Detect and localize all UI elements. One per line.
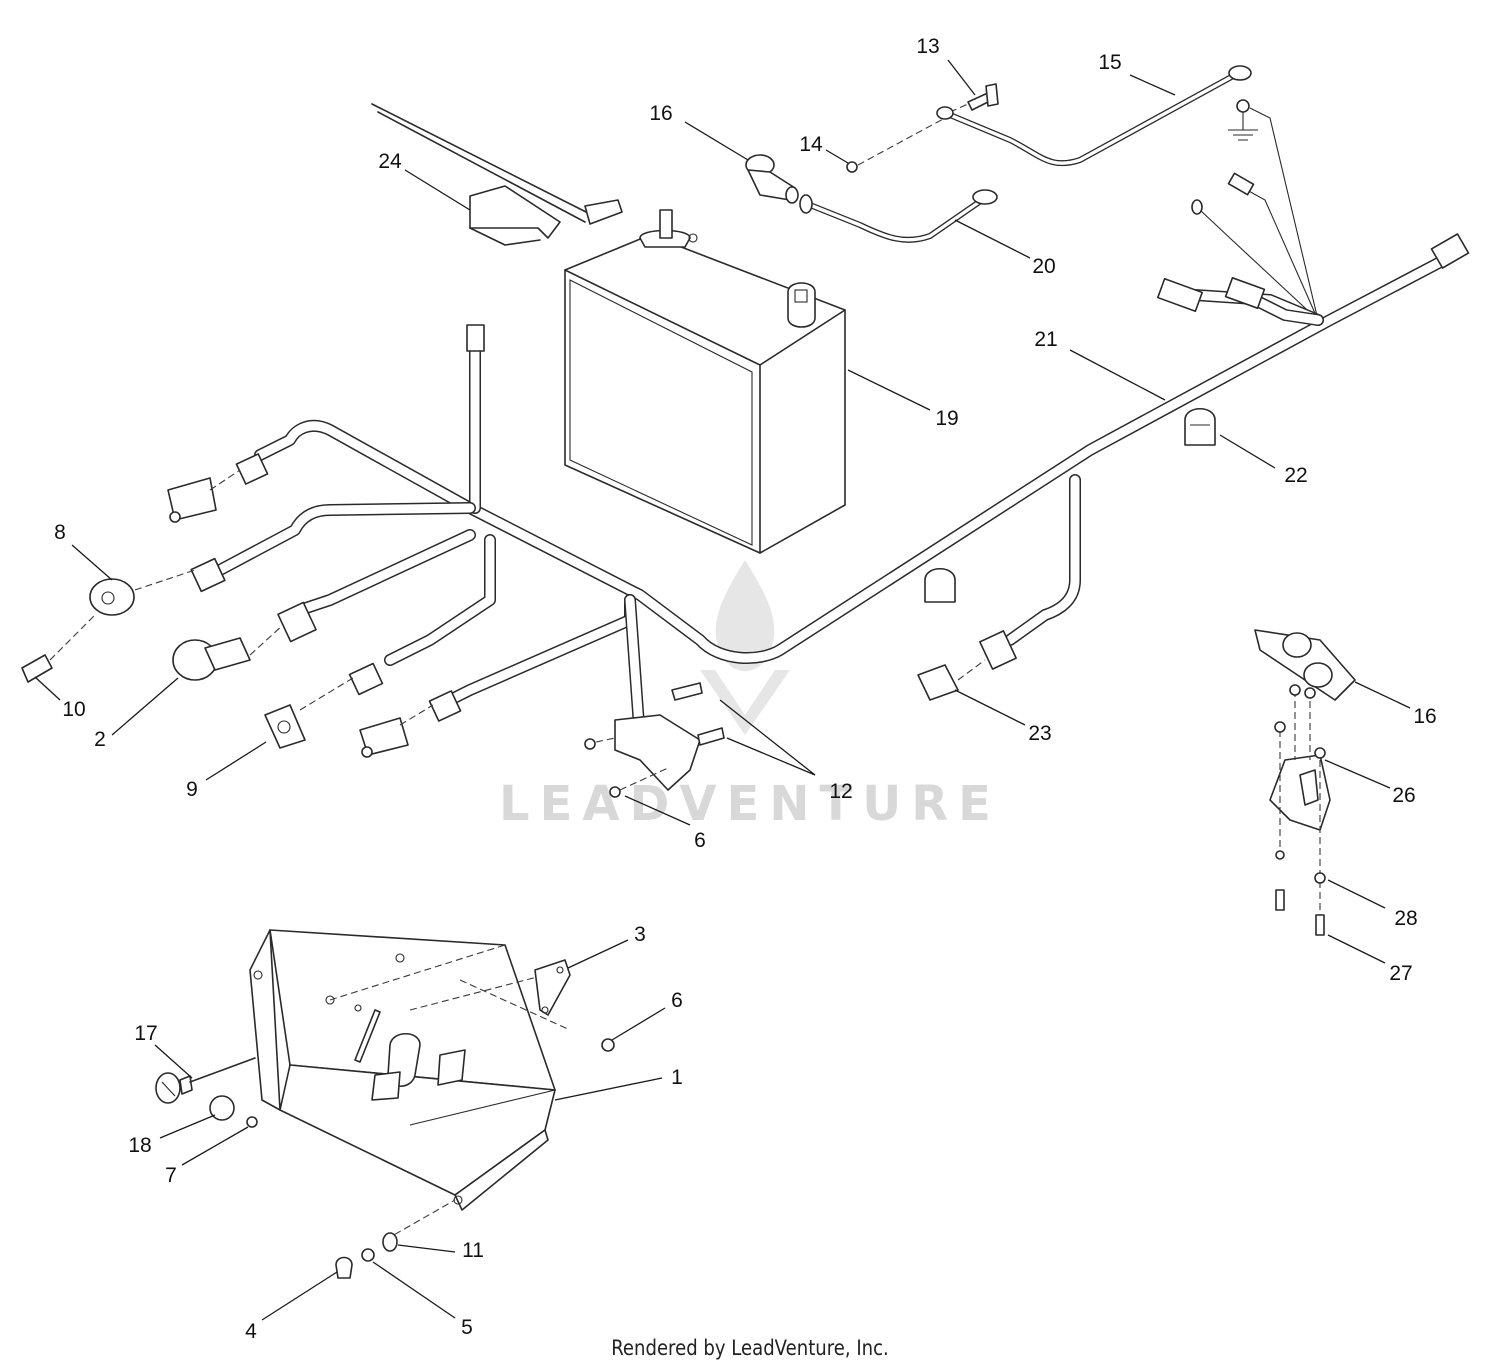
callout-21: 21 [1034, 328, 1057, 351]
callout-18: 18 [128, 1134, 151, 1157]
part-15-ground-cable[interactable] [936, 65, 1252, 167]
callout-28: 28 [1394, 907, 1417, 930]
part-3-bracket[interactable] [534, 959, 571, 1016]
callout-10: 10 [62, 698, 85, 721]
callout-6-lower: 6 [671, 989, 683, 1012]
part-4-fastener[interactable] [335, 1256, 353, 1279]
connector-upper-left[interactable] [167, 453, 269, 523]
ground-symbol-icon [1228, 99, 1258, 141]
part-6-nut[interactable] [609, 767, 669, 798]
callout-19: 19 [935, 407, 958, 430]
part-10-key[interactable] [21, 614, 96, 683]
part-26-solenoid[interactable] [1269, 684, 1331, 920]
connector-lower-left[interactable] [359, 690, 462, 758]
part-14-nut[interactable] [846, 161, 858, 173]
callout-leaders [34, 59, 1411, 1321]
callout-11: 11 [462, 1239, 484, 1262]
callout-12: 12 [829, 780, 852, 803]
callout-16-right: 16 [1413, 705, 1436, 728]
part-28-washer[interactable] [1314, 872, 1326, 884]
callout-8: 8 [54, 521, 66, 544]
part-11-washer[interactable] [382, 1232, 398, 1252]
part-8-ignition-switch[interactable] [89, 557, 226, 616]
part-5-washer[interactable] [361, 1248, 375, 1262]
part-17-throttle-knob[interactable] [155, 1057, 256, 1104]
callout-9: 9 [186, 778, 198, 801]
callout-24: 24 [378, 150, 402, 173]
callout-15: 15 [1098, 51, 1121, 74]
callout-17: 17 [134, 1022, 157, 1045]
part-19-battery[interactable] [564, 209, 846, 554]
part-7-screw[interactable] [246, 1116, 258, 1128]
watermark-flame-logo [700, 560, 790, 735]
callout-labels: 13 15 16 14 24 20 21 19 22 8 10 2 9 12 6… [54, 35, 1437, 1343]
part-24-bracket-rod[interactable] [371, 103, 623, 246]
callout-2: 2 [94, 728, 106, 751]
callout-6-upper: 6 [694, 829, 706, 852]
part-6-nut-lower[interactable] [601, 1038, 615, 1052]
watermark: LEADVENTURE [499, 560, 1001, 832]
part-18-plug[interactable] [209, 1095, 235, 1121]
callout-3: 3 [634, 923, 646, 946]
callout-23: 23 [1028, 722, 1051, 745]
harness-clip[interactable] [924, 567, 956, 603]
part-13-screw[interactable] [967, 83, 999, 111]
part-1-dash-panel[interactable] [249, 929, 571, 1241]
part-16-solenoid-boots[interactable] [1254, 629, 1356, 701]
part-2-switch[interactable] [172, 601, 317, 681]
callout-26: 26 [1392, 784, 1415, 807]
part-23-switch[interactable] [917, 630, 1017, 701]
callout-4: 4 [245, 1320, 257, 1343]
part-21-main-harness[interactable] [214, 233, 1470, 746]
part-12-bolts-bracket[interactable] [584, 682, 725, 791]
callout-16-top: 16 [649, 102, 672, 125]
watermark-text: LEADVENTURE [499, 776, 1001, 832]
callout-27: 27 [1389, 962, 1412, 985]
callout-5: 5 [461, 1316, 473, 1339]
part-20-cable[interactable] [799, 189, 998, 243]
callout-1: 1 [671, 1066, 683, 1089]
callout-22: 22 [1284, 464, 1307, 487]
render-credit: Rendered by LeadVenture, Inc. [611, 1336, 889, 1360]
harness-pigtails [1191, 107, 1319, 321]
callout-14: 14 [799, 133, 823, 156]
part-9-pto-switch[interactable] [264, 662, 384, 749]
callout-7: 7 [165, 1164, 177, 1187]
part-16-terminal-boot[interactable] [745, 154, 799, 204]
callout-20: 20 [1032, 255, 1055, 278]
part-27-bolt[interactable] [1275, 889, 1325, 936]
part-22-harness-clip[interactable] [1184, 407, 1216, 446]
callout-13: 13 [916, 35, 939, 58]
